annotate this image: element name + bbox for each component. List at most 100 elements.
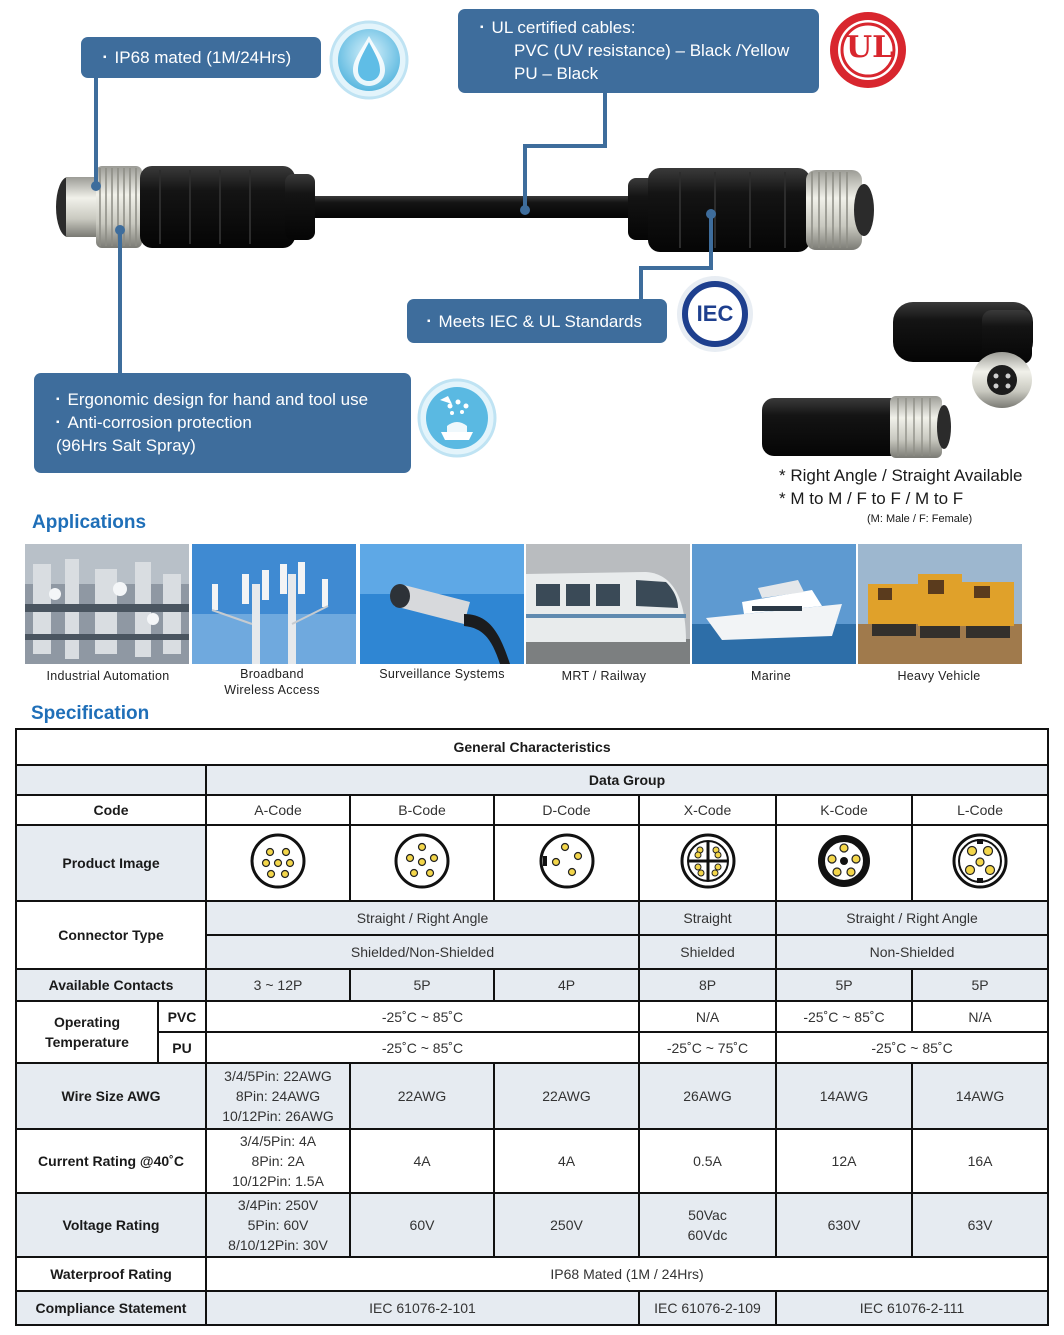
ul-callout: UL certified cables: PVC (UV resistance)… <box>458 9 819 93</box>
pvc-label: PVC <box>157 1000 207 1033</box>
b-code-pinout-icon <box>349 824 495 902</box>
wire-size-a: 3/4/5Pin: 22AWG 8Pin: 24AWG 10/12Pin: 26… <box>205 1062 351 1130</box>
current-d: 4A <box>493 1128 640 1194</box>
l-code-pinout-icon <box>910 824 1050 902</box>
pvc-temp-l: N/A <box>910 1000 1050 1033</box>
straight-connector <box>762 396 951 458</box>
ul-title: UL certified cables: <box>480 16 819 39</box>
shielding-kl: Non-Shielded <box>774 934 1050 970</box>
pu-temp-abd: -25˚C ~ 85˚C <box>205 1031 640 1064</box>
right-angle-connector <box>893 302 1033 408</box>
current-a: 3/4/5Pin: 4A 8Pin: 2A 10/12Pin: 1.5A <box>205 1128 351 1194</box>
ergonomic-callout: Ergonomic design for hand and tool use A… <box>34 373 411 473</box>
photo-heavy-vehicle <box>858 544 1022 664</box>
voltage-d: 250V <box>493 1192 640 1258</box>
iec-logo <box>677 276 753 352</box>
ul-pvc: PVC (UV resistance) – Black /Yellow <box>514 41 790 60</box>
salt-spray-icon <box>417 378 497 458</box>
wire-a-line1: 3/4/5Pin: 22AWG <box>224 1068 332 1084</box>
code-k: K-Code <box>775 794 913 826</box>
x-code-pinout-icon <box>638 824 777 902</box>
photo-industrial-automation <box>25 544 189 664</box>
pu-label: PU <box>157 1031 207 1064</box>
wire-size-b: 22AWG <box>349 1062 495 1130</box>
ul-logo <box>830 12 906 88</box>
product-image-label: Product Image <box>15 824 207 902</box>
left-connector <box>56 166 315 248</box>
current-x: 0.5A <box>638 1128 777 1194</box>
contacts-x: 8P <box>638 968 777 1002</box>
contacts-b: 5P <box>349 968 495 1002</box>
app-caption-industrial: Industrial Automation <box>46 669 170 683</box>
ergo-line2: Anti-corrosion protection <box>56 411 411 434</box>
code-label: Code <box>15 794 207 826</box>
ip68-text: IP68 mated (1M/24Hrs) <box>103 46 321 69</box>
wire-size-label: Wire Size AWG <box>15 1062 207 1130</box>
data-group-header: Data Group <box>204 764 1050 796</box>
op-temp-line1: Operating <box>53 1014 121 1030</box>
waterproof-rating-label: Waterproof Rating <box>15 1256 207 1292</box>
voltage-x: 50Vac 60Vdc <box>638 1192 777 1258</box>
code-l: L-Code <box>910 794 1050 826</box>
ip68-callout: IP68 mated (1M/24Hrs) <box>81 37 321 78</box>
right-connector <box>628 168 874 252</box>
cable <box>300 196 640 218</box>
iec-text: Meets IEC & UL Standards <box>427 310 667 333</box>
photo-broadband-wireless <box>192 544 356 664</box>
wire-size-d: 22AWG <box>493 1062 640 1130</box>
contacts-a: 3 ~ 12P <box>205 968 351 1002</box>
ul-logo-text: UL <box>846 30 894 65</box>
current-k: 12A <box>775 1128 913 1194</box>
pvc-temp-abd: -25˚C ~ 85˚C <box>205 1000 640 1033</box>
current-a-line2: 8Pin: 2A <box>251 1153 305 1169</box>
voltage-x-line1: 50Vac <box>688 1207 727 1223</box>
op-temp-line2: Temperature <box>45 1034 129 1050</box>
iec-callout: Meets IEC & UL Standards <box>407 299 667 343</box>
app-caption-railway: MRT / Railway <box>561 669 647 683</box>
product-illustration: UL IEC <box>0 0 1064 500</box>
pu-temp-kl: -25˚C ~ 85˚C <box>774 1031 1050 1064</box>
voltage-a-line3: 8/10/12Pin: 30V <box>228 1237 328 1253</box>
connector-type-kl: Straight / Right Angle <box>774 900 1050 936</box>
connector-type-x: Straight <box>638 900 777 936</box>
app-caption-surveillance: Surveillance Systems <box>379 667 505 681</box>
waterproof-rating-value: IP68 Mated (1M / 24Hrs) <box>204 1256 1050 1292</box>
available-contacts-label: Available Contacts <box>15 968 207 1002</box>
voltage-k: 630V <box>775 1192 913 1258</box>
blank-corner <box>15 764 207 796</box>
photo-railway <box>526 544 690 664</box>
voltage-a-line1: 3/4Pin: 250V <box>237 1197 319 1213</box>
pvc-temp-k: -25˚C ~ 85˚C <box>775 1000 913 1033</box>
variant-note-2: * M to M / F to F / M to F <box>779 489 964 508</box>
iec-logo-text: IEC <box>696 301 734 326</box>
d-code-pinout-icon <box>493 824 640 902</box>
pu-temp-x: -25˚C ~ 75˚C <box>638 1031 777 1064</box>
photo-marine <box>692 544 856 664</box>
voltage-a-line2: 5Pin: 60V <box>247 1217 309 1233</box>
contacts-k: 5P <box>775 968 913 1002</box>
pvc-temp-x: N/A <box>638 1000 777 1033</box>
variant-note-legend: (M: Male / F: Female) <box>867 513 973 525</box>
shielding-x: Shielded <box>638 934 777 970</box>
connector-type-abd: Straight / Right Angle <box>205 900 640 936</box>
spec-table: General Characteristics Data Group Code … <box>14 728 1050 1326</box>
compliance-x: IEC 61076-2-109 <box>638 1290 777 1326</box>
current-l: 16A <box>910 1128 1050 1194</box>
voltage-b: 60V <box>349 1192 495 1258</box>
current-b: 4A <box>349 1128 495 1194</box>
wire-size-l: 14AWG <box>910 1062 1050 1130</box>
contacts-l: 5P <box>910 968 1050 1002</box>
general-characteristics-header: General Characteristics <box>14 728 1050 766</box>
specification-title: Specification <box>31 703 150 724</box>
photo-surveillance <box>360 544 524 664</box>
ergo-line1: Ergonomic design for hand and tool use <box>56 388 411 411</box>
a-code-pinout-icon <box>205 824 351 902</box>
compliance-abd: IEC 61076-2-101 <box>205 1290 640 1326</box>
app-caption-broadband: Broadband Wireless Access <box>224 667 320 697</box>
variant-note-1: * Right Angle / Straight Available <box>779 466 1023 485</box>
wire-a-line2: 8Pin: 24AWG <box>235 1088 321 1104</box>
voltage-rating-label: Voltage Rating <box>15 1192 207 1258</box>
voltage-x-line2: 60Vdc <box>687 1227 728 1243</box>
app-caption-heavy-vehicle: Heavy Vehicle <box>897 669 981 683</box>
applications-title: Applications <box>32 512 147 533</box>
